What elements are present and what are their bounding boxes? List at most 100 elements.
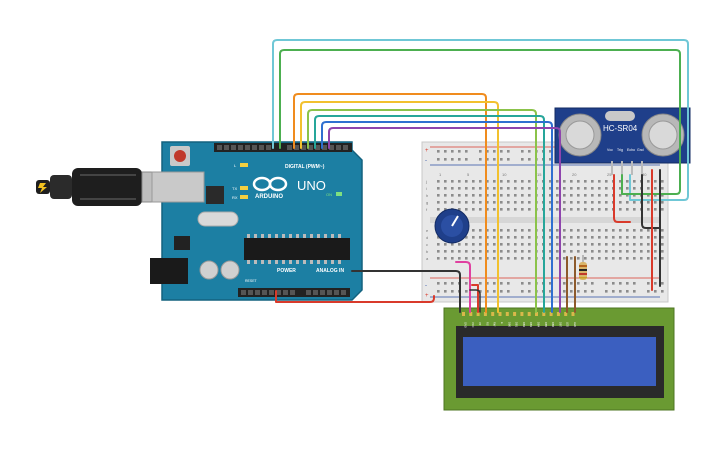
breadboard-hole[interactable] <box>626 282 629 285</box>
breadboard-hole[interactable] <box>570 250 573 253</box>
breadboard-hole[interactable] <box>563 180 566 183</box>
breadboard-hole[interactable] <box>661 282 664 285</box>
breadboard-hole[interactable] <box>500 243 503 246</box>
breadboard-hole[interactable] <box>549 236 552 239</box>
breadboard-hole[interactable] <box>654 243 657 246</box>
breadboard-hole[interactable] <box>598 208 601 211</box>
breadboard-hole[interactable] <box>556 243 559 246</box>
breadboard-hole[interactable] <box>577 257 580 260</box>
breadboard-hole[interactable] <box>437 208 440 211</box>
breadboard-hole[interactable] <box>584 187 587 190</box>
breadboard-hole[interactable] <box>570 180 573 183</box>
breadboard-hole[interactable] <box>605 194 608 197</box>
breadboard-hole[interactable] <box>444 290 447 293</box>
lcd-pin[interactable] <box>571 312 575 316</box>
breadboard-hole[interactable] <box>577 194 580 197</box>
breadboard-hole[interactable] <box>493 257 496 260</box>
breadboard-hole[interactable] <box>437 194 440 197</box>
breadboard-hole[interactable] <box>633 250 636 253</box>
breadboard-hole[interactable] <box>486 208 489 211</box>
breadboard-hole[interactable] <box>654 208 657 211</box>
breadboard-hole[interactable] <box>437 158 440 161</box>
breadboard-hole[interactable] <box>507 229 510 232</box>
breadboard-hole[interactable] <box>661 187 664 190</box>
breadboard-hole[interactable] <box>549 290 552 293</box>
breadboard-hole[interactable] <box>479 257 482 260</box>
breadboard-hole[interactable] <box>612 257 615 260</box>
breadboard-hole[interactable] <box>654 236 657 239</box>
breadboard-hole[interactable] <box>563 250 566 253</box>
breadboard-hole[interactable] <box>612 282 615 285</box>
breadboard-hole[interactable] <box>605 208 608 211</box>
breadboard-hole[interactable] <box>626 208 629 211</box>
breadboard-hole[interactable] <box>486 243 489 246</box>
breadboard-hole[interactable] <box>591 187 594 190</box>
breadboard-hole[interactable] <box>486 290 489 293</box>
breadboard-hole[interactable] <box>521 282 524 285</box>
breadboard-hole[interactable] <box>577 282 580 285</box>
breadboard-hole[interactable] <box>479 180 482 183</box>
breadboard-hole[interactable] <box>591 194 594 197</box>
breadboard-hole[interactable] <box>591 257 594 260</box>
breadboard-hole[interactable] <box>500 229 503 232</box>
breadboard-hole[interactable] <box>633 201 636 204</box>
breadboard-hole[interactable] <box>479 150 482 153</box>
breadboard-hole[interactable] <box>570 194 573 197</box>
breadboard-hole[interactable] <box>514 257 517 260</box>
breadboard-hole[interactable] <box>591 201 594 204</box>
lcd-pin[interactable] <box>462 312 465 316</box>
breadboard-hole[interactable] <box>640 257 643 260</box>
breadboard-hole[interactable] <box>647 236 650 239</box>
breadboard-hole[interactable] <box>437 236 440 239</box>
breadboard-hole[interactable] <box>619 180 622 183</box>
breadboard-hole[interactable] <box>479 201 482 204</box>
lcd-pin[interactable] <box>549 312 553 316</box>
breadboard-hole[interactable] <box>507 236 510 239</box>
lcd-pin[interactable] <box>483 312 487 316</box>
lcd-pin[interactable] <box>469 312 473 316</box>
breadboard-hole[interactable] <box>465 282 468 285</box>
breadboard-hole[interactable] <box>577 290 580 293</box>
breadboard-hole[interactable] <box>626 290 629 293</box>
breadboard-hole[interactable] <box>654 187 657 190</box>
breadboard-hole[interactable] <box>528 250 531 253</box>
breadboard-hole[interactable] <box>556 201 559 204</box>
breadboard-hole[interactable] <box>661 194 664 197</box>
breadboard-hole[interactable] <box>528 194 531 197</box>
breadboard-hole[interactable] <box>633 208 636 211</box>
breadboard-hole[interactable] <box>465 150 468 153</box>
breadboard-hole[interactable] <box>493 243 496 246</box>
breadboard-hole[interactable] <box>605 187 608 190</box>
breadboard-hole[interactable] <box>591 282 594 285</box>
breadboard-hole[interactable] <box>493 150 496 153</box>
breadboard-hole[interactable] <box>563 282 566 285</box>
breadboard-hole[interactable] <box>472 194 475 197</box>
breadboard-hole[interactable] <box>437 243 440 246</box>
breadboard-hole[interactable] <box>444 187 447 190</box>
breadboard-hole[interactable] <box>500 194 503 197</box>
breadboard-hole[interactable] <box>661 250 664 253</box>
breadboard-hole[interactable] <box>479 229 482 232</box>
breadboard-hole[interactable] <box>444 201 447 204</box>
breadboard-hole[interactable] <box>437 201 440 204</box>
breadboard-hole[interactable] <box>465 201 468 204</box>
breadboard-hole[interactable] <box>598 187 601 190</box>
breadboard-hole[interactable] <box>528 290 531 293</box>
breadboard-hole[interactable] <box>619 208 622 211</box>
breadboard-hole[interactable] <box>500 201 503 204</box>
breadboard-hole[interactable] <box>612 236 615 239</box>
breadboard-hole[interactable] <box>458 250 461 253</box>
breadboard-hole[interactable] <box>605 229 608 232</box>
breadboard-hole[interactable] <box>458 201 461 204</box>
breadboard-hole[interactable] <box>493 158 496 161</box>
breadboard-hole[interactable] <box>528 229 531 232</box>
breadboard-hole[interactable] <box>619 282 622 285</box>
breadboard-hole[interactable] <box>647 243 650 246</box>
breadboard-hole[interactable] <box>563 257 566 260</box>
breadboard-hole[interactable] <box>528 201 531 204</box>
breadboard-hole[interactable] <box>437 250 440 253</box>
breadboard-hole[interactable] <box>563 236 566 239</box>
breadboard-hole[interactable] <box>444 257 447 260</box>
breadboard-hole[interactable] <box>479 158 482 161</box>
breadboard-hole[interactable] <box>458 187 461 190</box>
